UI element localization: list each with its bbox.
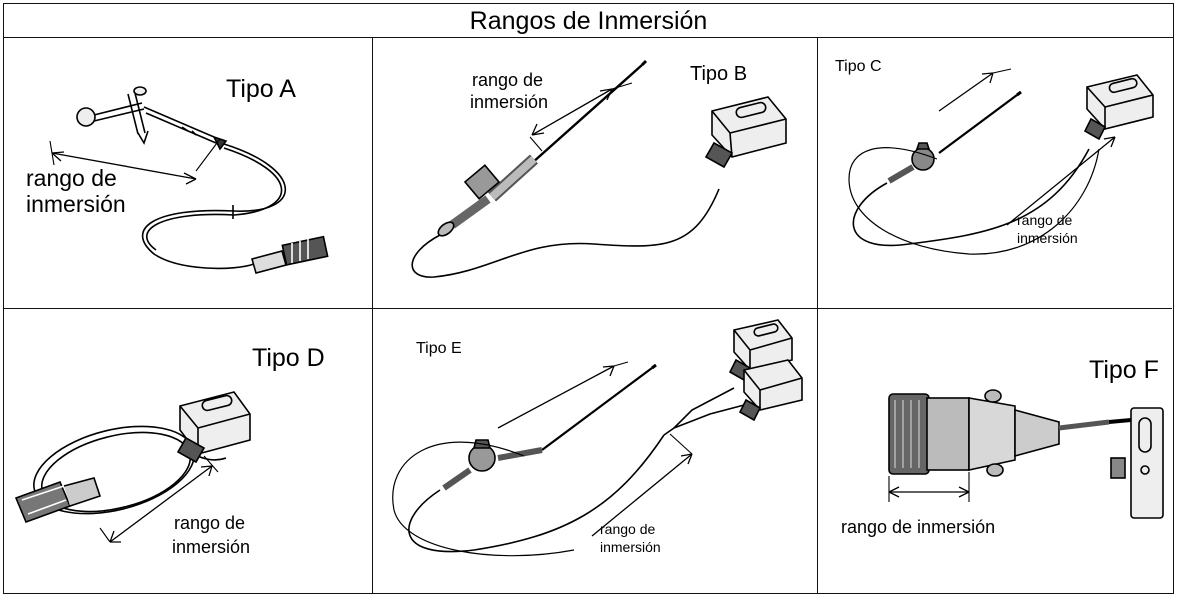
- immersion-range-label-line1: rango de: [472, 70, 544, 90]
- immersion-range-label-line1: rango de: [600, 521, 656, 537]
- tipo-label: Tipo B: [690, 63, 748, 85]
- tipo-label: Tipo E: [416, 340, 462, 357]
- probe-d-illustration: [14, 391, 251, 543]
- probe-a-illustration: [49, 86, 329, 274]
- immersion-range-label-line1: rango de: [174, 513, 246, 533]
- probe-cell-tipo-e: Tipo E rango de inmersión: [374, 310, 816, 593]
- tipo-label: Tipo C: [835, 58, 882, 75]
- immersion-range-label: rango de inmersión: [841, 517, 996, 537]
- probe-cell-tipo-c: Tipo C rango de inmersión: [819, 39, 1172, 307]
- probe-f-illustration: [888, 389, 1164, 519]
- immersion-range-label-line2: inmersión: [26, 191, 126, 217]
- probe-cell-tipo-a: Tipo A rango de inmersión: [4, 39, 371, 307]
- probe-cell-tipo-b: Tipo B rango de inmersión: [374, 39, 816, 307]
- immersion-range-label-line2: inmersión: [470, 92, 549, 112]
- immersion-range-label-line1: rango de: [26, 165, 117, 191]
- immersion-range-label-line2: inmersión: [1017, 230, 1078, 246]
- immersion-range-label-line2: inmersión: [600, 539, 661, 555]
- grid-divider-horizontal: [4, 308, 1172, 309]
- tipo-label: Tipo D: [252, 344, 325, 372]
- probe-e-illustration: [392, 319, 803, 557]
- tipo-label: Tipo F: [1089, 356, 1159, 384]
- probe-b-illustration: [411, 59, 787, 278]
- immersion-range-label-line2: inmersión: [172, 537, 251, 557]
- grid-divider-vertical: [372, 38, 373, 593]
- probe-cell-tipo-f: Tipo F rango de inmersión: [819, 310, 1172, 593]
- figure-title: Rangos de Inmersión: [4, 4, 1173, 38]
- immersion-range-label-line1: rango de: [1017, 212, 1073, 228]
- immersion-range-figure: Rangos de Inmersión: [3, 3, 1174, 594]
- tipo-label: Tipo A: [226, 75, 296, 103]
- probe-c-illustration: [848, 68, 1154, 255]
- probe-cell-tipo-d: Tipo D rango de inmersión: [4, 310, 371, 593]
- grid-divider-vertical: [817, 38, 818, 593]
